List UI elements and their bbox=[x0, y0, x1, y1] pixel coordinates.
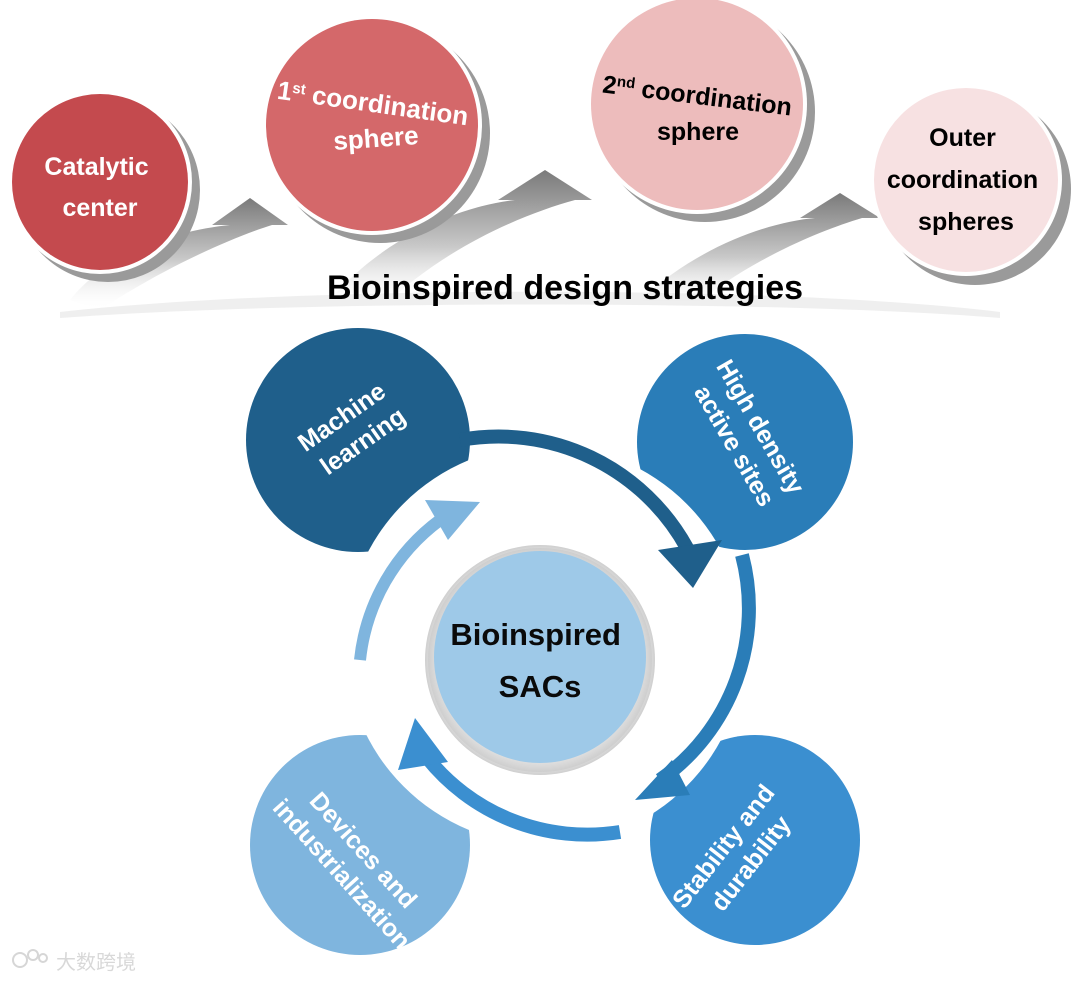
cycle-arc-bottom bbox=[419, 750, 622, 842]
strategies-title: Bioinspired design strategies bbox=[327, 269, 803, 307]
sphere-outer-coordination-line2: coordination bbox=[887, 166, 1038, 194]
node-stability-disk bbox=[650, 735, 860, 945]
center-node: Bioinspired SACs bbox=[425, 545, 655, 775]
watermark-text: 大数跨境 bbox=[56, 950, 136, 974]
node-high-density-disk bbox=[637, 334, 853, 550]
sphere-catalytic-center: Catalytic center bbox=[8, 90, 200, 282]
svg-text:Outer coordination: Outer coordination spheres bbox=[887, 124, 1045, 236]
sphere-outer-coordination-line1: Outer bbox=[929, 124, 996, 152]
sphere-outer-coordination-disk bbox=[874, 88, 1058, 272]
center-line2: SACs bbox=[499, 669, 582, 704]
sphere-catalytic-center-line2: center bbox=[62, 194, 137, 222]
center-line1: Bioinspired bbox=[450, 617, 621, 652]
sphere-second-coordination-line2: sphere bbox=[657, 118, 739, 146]
sphere-first-coordination-line2: sphere bbox=[332, 120, 419, 156]
sweep-arrows bbox=[60, 170, 1000, 318]
sphere-catalytic-center-disk bbox=[12, 94, 188, 270]
sphere-second-coordination: 2nd coordination sphere bbox=[587, 0, 815, 222]
cycle-arc-top bbox=[458, 429, 694, 552]
watermark-logo-icon bbox=[12, 949, 48, 968]
sphere-first-coordination: 1st coordination sphere bbox=[262, 15, 490, 243]
sphere-second-coordination-disk bbox=[591, 0, 803, 210]
cycle-arrowhead-left bbox=[425, 500, 480, 540]
sweep-arrow-1 bbox=[70, 198, 288, 310]
sweep-arrow-3 bbox=[640, 193, 880, 310]
cycle-arrowhead-top bbox=[658, 540, 722, 588]
sphere-outer-coordination-line3: spheres bbox=[918, 208, 1014, 236]
sweep-base bbox=[60, 291, 1000, 318]
sphere-catalytic-center-line1: Catalytic bbox=[44, 153, 148, 181]
center-node-disk bbox=[434, 551, 646, 763]
cycle-arc-left bbox=[354, 515, 444, 661]
sphere-first-coordination-disk bbox=[266, 19, 478, 231]
cycle-arc-right bbox=[655, 553, 756, 786]
cycle-arrows bbox=[354, 429, 756, 842]
cycle-arrowhead-bottom bbox=[398, 718, 448, 770]
svg-text:Bioinspired SACs: Bioinspired SACs bbox=[450, 617, 629, 704]
svg-text:Catalytic center: Catalytic center bbox=[44, 153, 155, 222]
sweep-arrow-2 bbox=[330, 170, 592, 310]
sphere-outer-coordination: Outer coordination spheres bbox=[870, 84, 1071, 285]
watermark: 大数跨境 bbox=[12, 949, 136, 974]
cycle-arrowhead-right bbox=[635, 760, 690, 800]
